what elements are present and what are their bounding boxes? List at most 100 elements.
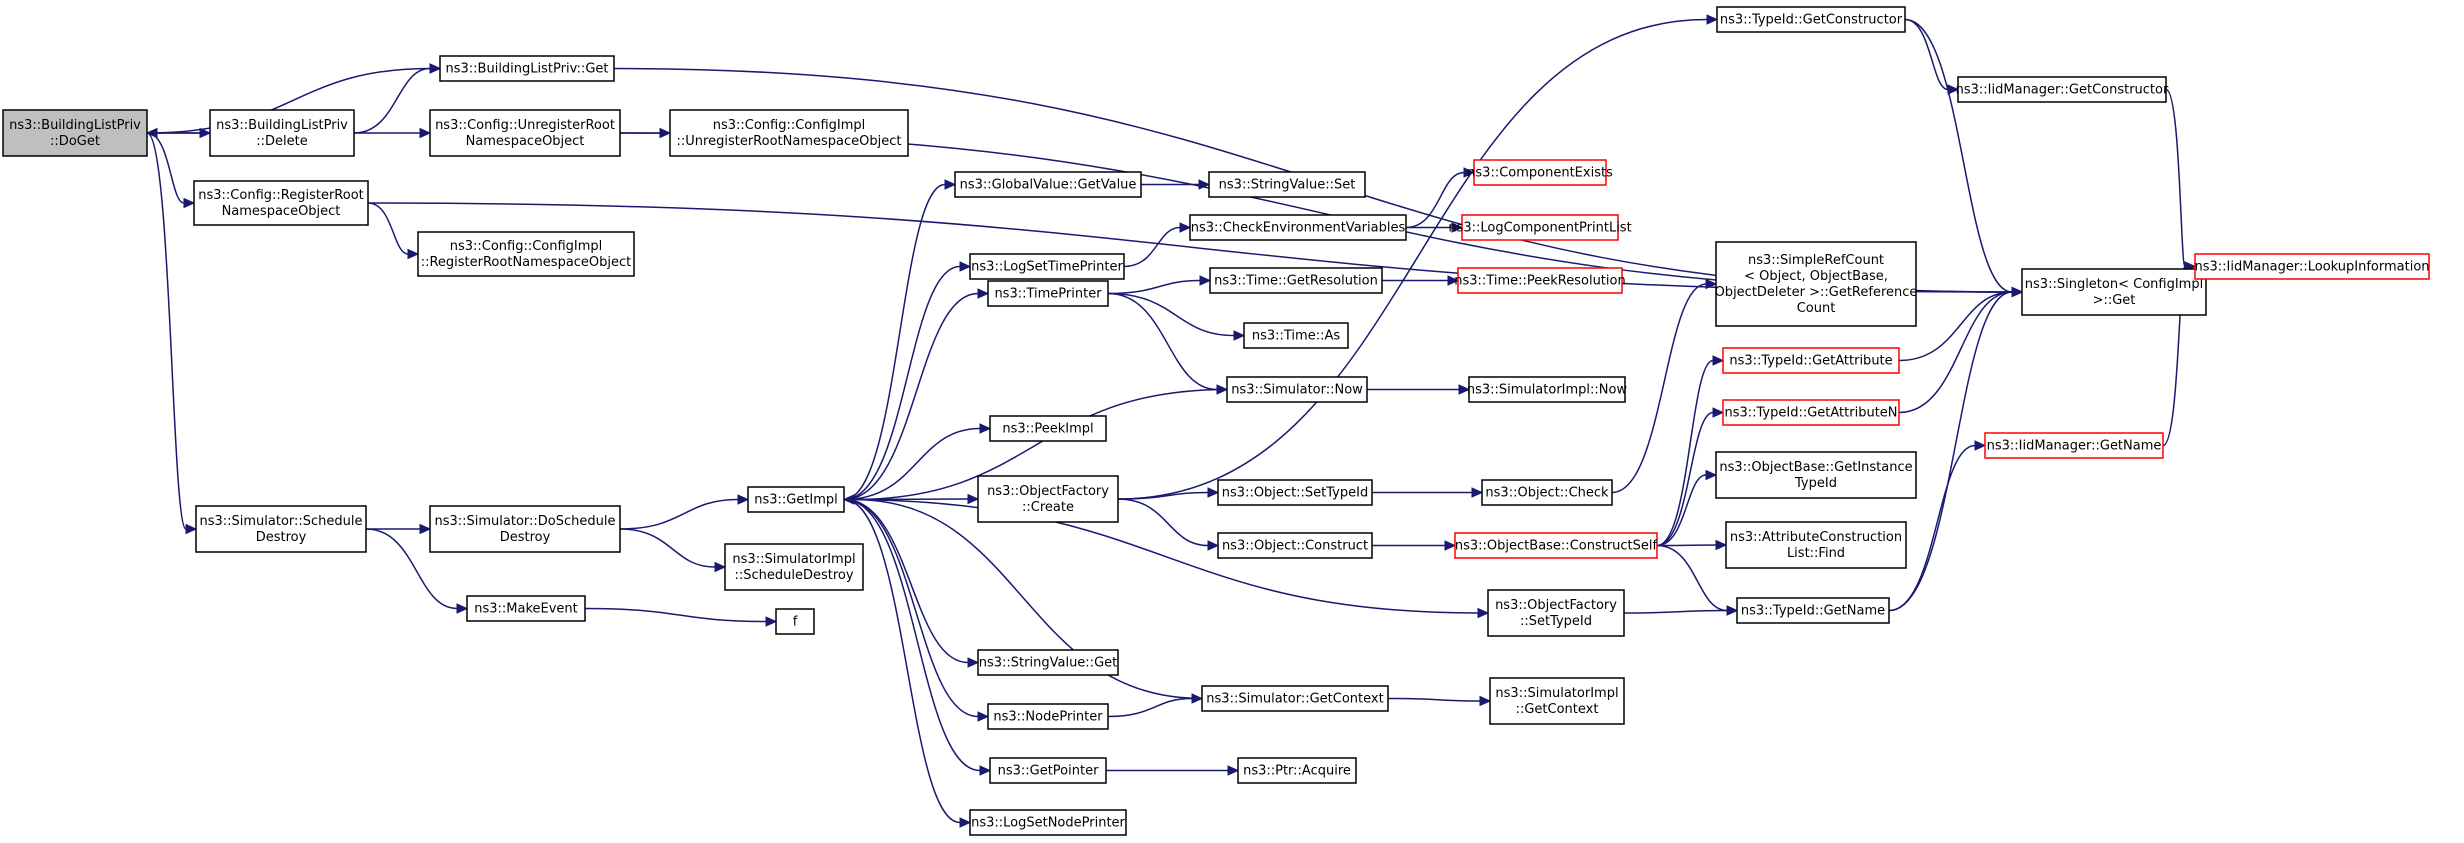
node-cfgimpl-reg[interactable]: ns3::Config::ConfigImpl::RegisterRootNam…	[417, 231, 635, 277]
node-typeid-getattrn[interactable]: ns3::TypeId::GetAttributeN	[1722, 399, 1900, 426]
node-nodeprinter[interactable]: ns3::NodePrinter	[987, 703, 1109, 730]
node-blp-delete[interactable]: ns3::BuildingListPriv::Delete	[209, 109, 355, 157]
edge-sim-sched-to-makeevent	[365, 528, 469, 614]
node-label: ns3::ObjectFactory	[987, 484, 1109, 499]
edge-obj-check-to-simplerefcount	[1611, 278, 1718, 494]
edge-line	[146, 132, 185, 204]
node-objbase-constructself[interactable]: ns3::ObjectBase::ConstructSelf	[1454, 532, 1658, 559]
edge-arrowhead	[1705, 469, 1718, 481]
node-checkenv[interactable]: ns3::CheckEnvironmentVariables	[1189, 214, 1407, 241]
edge-arrowhead	[1451, 222, 1464, 233]
node-getpointer[interactable]: ns3::GetPointer	[989, 757, 1107, 784]
node-time-peekres[interactable]: ns3::Time::PeekResolution	[1454, 267, 1626, 294]
node-box	[954, 171, 1142, 198]
edge-objfact-create-to-obj-construct	[1117, 498, 1220, 551]
node-cfg-reg[interactable]: ns3::Config::RegisterRootNamespaceObject	[193, 180, 369, 226]
node-label: ns3::StringValue::Get	[979, 656, 1117, 671]
node-label: ns3::Config::RegisterRoot	[198, 188, 364, 203]
node-label: ns3::BuildingListPriv	[216, 118, 348, 133]
node-iidmgr-lookup[interactable]: ns3::IidManager::LookupInformation	[2194, 253, 2430, 280]
edge-sim-getcontext-to-getimpl	[842, 494, 1203, 700]
edge-blp-delete-to-root	[145, 127, 210, 139]
call-nodes: ns3::BuildingListPriv::DoGet ns3::Buildin…	[2, 6, 2430, 836]
node-box	[989, 415, 1107, 442]
node-root[interactable]: ns3::BuildingListPriv::DoGet	[2, 109, 148, 157]
node-box	[1487, 589, 1625, 637]
edge-arrowhead	[1712, 355, 1725, 366]
edge-line	[146, 67, 431, 134]
node-strval-get[interactable]: ns3::StringValue::Get	[977, 649, 1119, 676]
node-objfact-settypeid[interactable]: ns3::ObjectFactory::SetTypeId	[1487, 589, 1625, 637]
node-time-getres[interactable]: ns3::Time::GetResolution	[1209, 267, 1383, 294]
node-label: ns3::Config::UnregisterRoot	[435, 118, 615, 133]
node-f[interactable]: f	[775, 608, 815, 635]
node-typeid-getname[interactable]: ns3::TypeId::GetName	[1736, 597, 1890, 624]
edge-line	[843, 498, 979, 718]
node-box	[987, 703, 1109, 730]
edge-line	[1387, 697, 1481, 702]
node-box	[1237, 757, 1357, 784]
node-box	[1461, 214, 1619, 241]
node-sim-getcontext[interactable]: ns3::Simulator::GetContext	[1201, 685, 1389, 712]
node-logsettimeprinter[interactable]: ns3::LogSetTimePrinter	[969, 253, 1125, 280]
node-getimpl[interactable]: ns3::GetImpl	[747, 486, 845, 513]
node-objfact-create[interactable]: ns3::ObjectFactory::Create	[977, 475, 1119, 523]
edge-line	[619, 498, 739, 530]
node-simimpl-sched[interactable]: ns3::SimulatorImpl::ScheduleDestroy	[724, 543, 864, 591]
node-typeid-getconstructor[interactable]: ns3::TypeId::GetConstructor	[1716, 6, 1906, 33]
node-compexists[interactable]: ns3::ComponentExists	[1467, 159, 1613, 186]
edge-iidmgr-getconstructor-to-iidmgr-lookup	[2165, 88, 2197, 272]
edge-line	[1611, 283, 1707, 494]
node-ptr-acquire[interactable]: ns3::Ptr::Acquire	[1237, 757, 1357, 784]
node-peekimpl[interactable]: ns3::PeekImpl	[989, 415, 1107, 442]
node-label: ::ScheduleDestroy	[734, 568, 853, 583]
edge-line	[146, 132, 187, 530]
edge-arrowhead	[183, 197, 196, 209]
node-gv-getvalue[interactable]: ns3::GlobalValue::GetValue	[954, 171, 1142, 198]
node-label: Destroy	[500, 530, 551, 545]
node-label: ns3::SimulatorImpl	[732, 552, 855, 567]
node-logsetnodeprinter[interactable]: ns3::LogSetNodePrinter	[969, 809, 1127, 836]
node-label: TypeId	[1794, 476, 1837, 491]
node-logcompprint[interactable]: ns3::LogComponentPrintList	[1448, 214, 1632, 241]
node-iidmgr-getname[interactable]: ns3::IidManager::GetName	[1984, 432, 2164, 459]
edge-logsettimeprinter-to-checkenv	[1123, 222, 1192, 268]
node-timeprinter[interactable]: ns3::TimePrinter	[987, 280, 1109, 307]
node-label: ns3::MakeEvent	[474, 602, 578, 617]
node-label: NamespaceObject	[466, 134, 585, 149]
node-cfgimpl-unreg[interactable]: ns3::Config::ConfigImpl::UnregisterRootN…	[669, 109, 909, 157]
node-simplerefcount[interactable]: ns3::SimpleRefCount< Object, ObjectBase,…	[1715, 241, 1918, 327]
node-box	[1481, 479, 1613, 506]
node-time-as[interactable]: ns3::Time::As	[1243, 322, 1349, 349]
edge-arrowhead	[977, 288, 990, 299]
node-sim-now[interactable]: ns3::Simulator::Now	[1226, 376, 1368, 403]
node-sim-sched[interactable]: ns3::Simulator::ScheduleDestroy	[195, 505, 367, 553]
node-simimpl-getcontext[interactable]: ns3::SimulatorImpl::GetContext	[1489, 677, 1625, 725]
node-makeevent[interactable]: ns3::MakeEvent	[466, 595, 586, 622]
node-cfg-unreg[interactable]: ns3::Config::UnregisterRootNamespaceObje…	[429, 109, 621, 157]
edge-getimpl-to-gv-getvalue	[843, 179, 957, 501]
node-label: Destroy	[256, 530, 307, 545]
edge-arrowhead	[977, 711, 990, 722]
edge-sim-dosched-to-simimpl-sched	[619, 528, 727, 573]
edge-objbase-constructself-to-attrconstr-find	[1656, 539, 1728, 551]
node-label: ns3::StringValue::Set	[1219, 178, 1356, 193]
node-strval-set[interactable]: ns3::StringValue::Set	[1208, 171, 1366, 198]
edge-checkenv-to-logcompprint	[1405, 222, 1464, 233]
node-label: ns3::AttributeConstruction	[1730, 530, 1902, 545]
node-singleton-get[interactable]: ns3::Singleton< ConfigImpl >::Get	[2021, 268, 2207, 316]
node-label: ns3::LogSetTimePrinter	[971, 260, 1123, 275]
edge-getimpl-to-logsetnodeprinter	[843, 498, 972, 828]
node-box	[987, 280, 1109, 307]
node-typeid-getattr[interactable]: ns3::TypeId::GetAttribute	[1722, 347, 1900, 374]
node-simimpl-now[interactable]: ns3::SimulatorImpl::Now	[1467, 376, 1628, 403]
node-blp-get[interactable]: ns3::BuildingListPriv::Get	[439, 55, 615, 82]
node-obj-construct[interactable]: ns3::Object::Construct	[1217, 532, 1373, 559]
node-label: Count	[1797, 301, 1836, 316]
node-iidmgr-getconstructor[interactable]: ns3::IidManager::GetConstructor	[1956, 76, 2169, 103]
node-obj-check[interactable]: ns3::Object::Check	[1481, 479, 1613, 506]
node-obj-settypeid[interactable]: ns3::Object::SetTypeId	[1217, 479, 1373, 506]
